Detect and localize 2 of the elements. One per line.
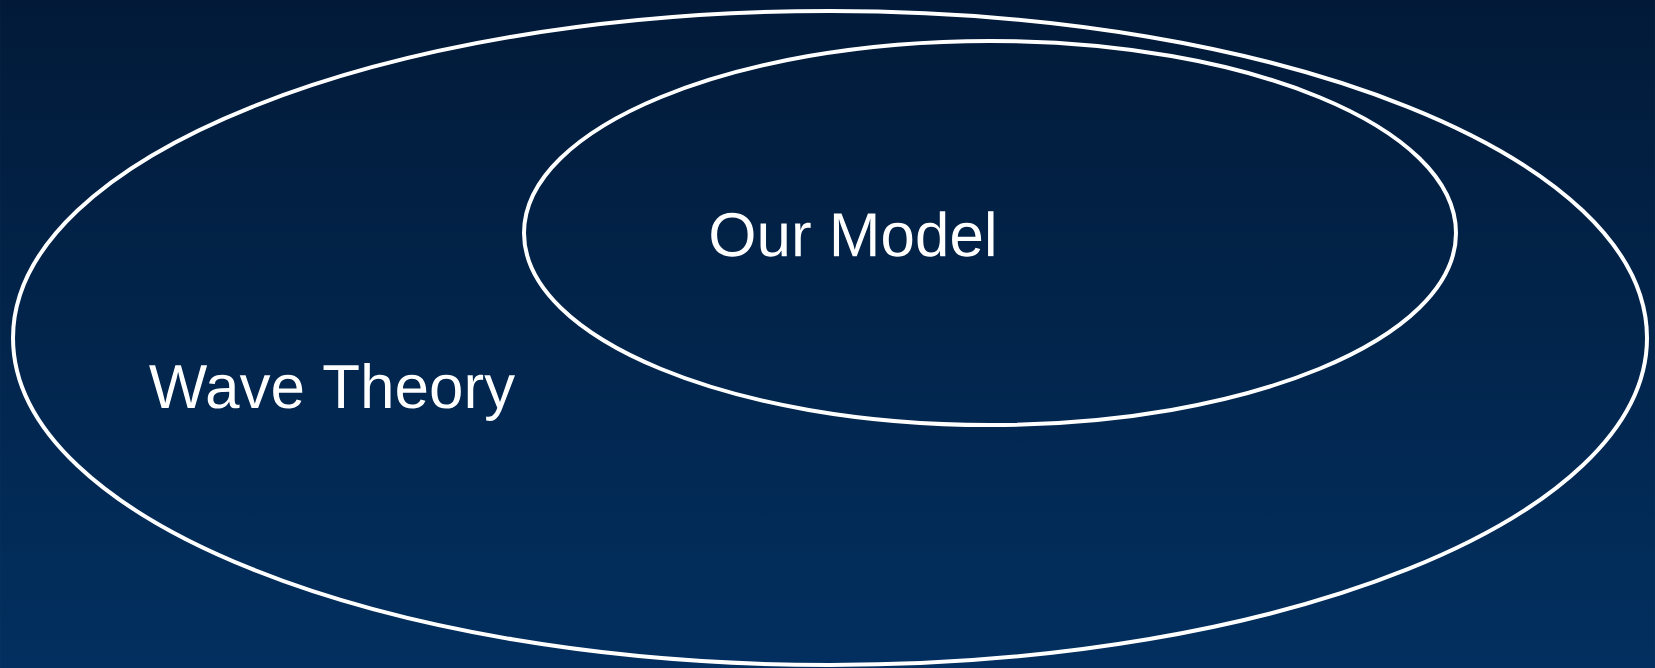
set-label: Our Model <box>711 211 994 257</box>
set-label: Wave Theory <box>149 363 515 421</box>
